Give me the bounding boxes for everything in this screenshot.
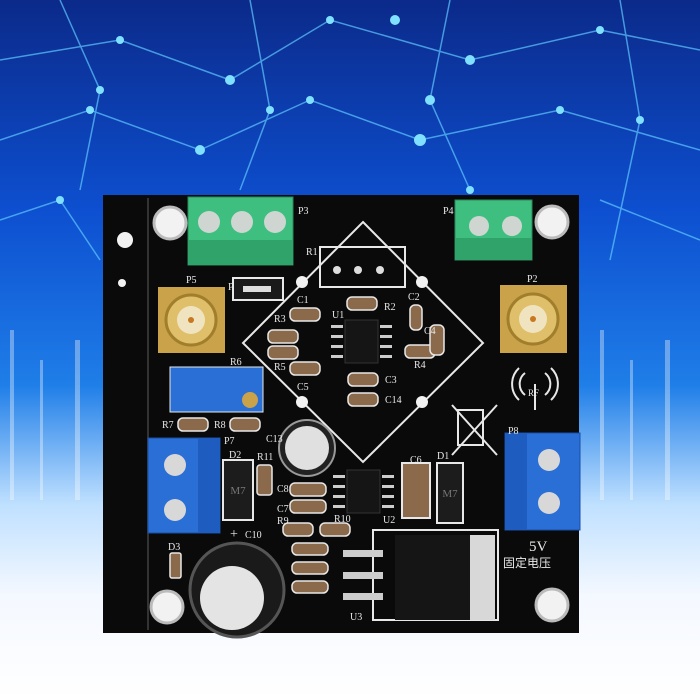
weee-disposal-icon bbox=[451, 404, 498, 456]
terminal-block-p4[interactable] bbox=[454, 199, 533, 261]
label-c5: C5 bbox=[297, 382, 309, 393]
label-r4: R4 bbox=[414, 360, 426, 371]
label-c10: C10 bbox=[245, 530, 262, 541]
chip-u2 bbox=[333, 469, 394, 514]
diode-d1: M7 bbox=[436, 462, 464, 524]
label-r7: R7 bbox=[162, 420, 174, 431]
label-r2: R2 bbox=[384, 302, 396, 313]
capacitor-c6 bbox=[401, 462, 431, 519]
chip-u1 bbox=[331, 319, 392, 364]
svg-text:M7: M7 bbox=[230, 485, 246, 497]
label-u2: U2 bbox=[383, 515, 395, 526]
label-c8: C8 bbox=[277, 484, 289, 495]
label-r10: R10 bbox=[334, 514, 351, 525]
label-c14: C14 bbox=[385, 395, 402, 406]
svg-text:M7: M7 bbox=[442, 488, 458, 500]
label-d1: D1 bbox=[437, 451, 449, 462]
label-r6: R6 bbox=[230, 357, 242, 368]
terminal-block-p7[interactable] bbox=[147, 437, 221, 534]
label-d3: D3 bbox=[168, 542, 180, 553]
label-p3: P3 bbox=[298, 206, 309, 217]
label-rf: RF bbox=[528, 388, 539, 398]
electrolytic-capacitor-c10 bbox=[188, 541, 286, 639]
label-c6: C6 bbox=[410, 455, 422, 466]
label-r5: R5 bbox=[274, 362, 286, 373]
voltage-regulator-u3 bbox=[343, 529, 499, 621]
trimmer-potentiometer-r6[interactable] bbox=[169, 366, 264, 413]
sma-connector-p2[interactable] bbox=[500, 285, 567, 353]
terminal-block-p3[interactable] bbox=[187, 196, 294, 266]
label-u3: U3 bbox=[350, 612, 362, 623]
label-p7: P7 bbox=[224, 436, 235, 447]
label-r9: R9 bbox=[277, 516, 289, 527]
terminal-block-p8[interactable] bbox=[504, 432, 581, 531]
label-plus: + bbox=[230, 527, 238, 542]
electrolytic-capacitor-c13 bbox=[278, 419, 336, 477]
label-p: P bbox=[228, 282, 234, 293]
label-5v: 5V bbox=[529, 539, 548, 555]
mounting-holes bbox=[149, 204, 570, 625]
silkscreen-diamond bbox=[241, 220, 485, 464]
label-r8: R8 bbox=[214, 420, 226, 431]
label-d2: D2 bbox=[229, 450, 241, 461]
label-fixed-voltage: 固定电压 bbox=[503, 555, 551, 570]
label-r11: R11 bbox=[257, 452, 273, 463]
label-p5: P5 bbox=[186, 275, 197, 286]
label-p8: P8 bbox=[508, 426, 519, 437]
label-r1: R1 bbox=[306, 247, 318, 258]
label-c4: C4 bbox=[424, 326, 436, 337]
rf-icon bbox=[511, 367, 559, 410]
label-c13: C13 bbox=[266, 434, 283, 445]
label-c2: C2 bbox=[408, 292, 420, 303]
sma-connector-p5[interactable] bbox=[158, 287, 225, 353]
pcb-board bbox=[103, 195, 579, 633]
smd-components bbox=[169, 296, 445, 594]
label-c1: C1 bbox=[297, 295, 309, 306]
label-c8-upper: C3 bbox=[385, 375, 397, 386]
label-c7: C7 bbox=[277, 504, 289, 515]
diode-d2: M7 bbox=[222, 459, 254, 521]
silkscreen-labels: P3 P4 P5 P2 P P7 P8 R1 R2 R3 R4 R5 R6 R7… bbox=[162, 206, 551, 623]
label-u1: U1 bbox=[332, 310, 344, 321]
label-p2: P2 bbox=[527, 274, 538, 285]
label-r3: R3 bbox=[274, 314, 286, 325]
label-p4: P4 bbox=[443, 206, 454, 217]
